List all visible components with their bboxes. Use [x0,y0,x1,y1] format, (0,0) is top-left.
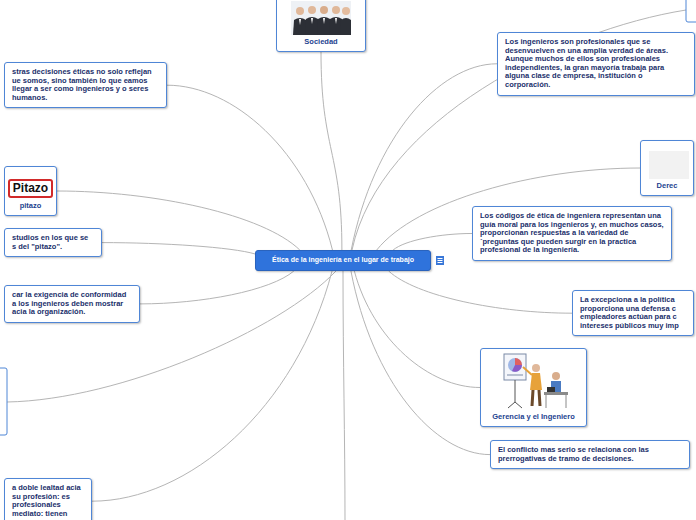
branch-connector [102,243,255,254]
text-topic: studios en los que se s del "pitazo". [4,228,102,257]
branch-connector [351,271,490,455]
branch-connector [167,85,332,250]
branch-connector [321,52,342,250]
branch-line [343,271,345,520]
text-topic: El conflicto mas serio se relaciona con … [490,440,690,469]
image-topic: Derec [640,140,694,196]
notes-icon [436,256,444,265]
branch-connector [389,271,572,313]
presentation-picture [498,352,570,410]
text-topic: stras decisiones éticas no solo reflejan… [4,62,167,108]
cut-off-node [0,368,7,435]
topic-text: Sociedad [304,38,337,47]
branch-line [7,271,336,402]
topic-text: El conflicto mas serio se relaciona con … [498,446,682,463]
central-topic: Ética de la ingeniería en el lugar de tr… [255,250,431,271]
topic-text: stras decisiones éticas no solo reflejan… [12,68,159,102]
topic-text: car la exigencia de conformidad a los in… [12,291,132,317]
topic-text: Gerencia y el Ingeniero [492,413,575,422]
text-topic: a doble lealtad acia su profesión: es pr… [4,478,92,520]
image-topic: Sociedad [276,0,366,52]
topic-text: pitazo [20,202,42,211]
logo-topic: Pitazo pitazo [4,166,57,216]
topic-text: a doble lealtad acia su profesión: es pr… [12,484,84,518]
text-topic: Los ingenieros son profesionales que se … [497,32,695,96]
text-topic: La excepciona a la política proporciona … [572,290,694,336]
topic-text: Los códigos de ética de ingeniera repres… [480,212,664,255]
text-topic: car la exigencia de conformidad a los in… [4,285,140,323]
cut-picture [645,149,689,179]
topic-text: Los ingenieros son profesionales que se … [505,38,687,90]
branch-connector [354,271,480,388]
topic-text: La excepciona a la política proporciona … [580,296,686,330]
text-topic: Los códigos de ética de ingeniera repres… [472,206,672,261]
branch-connector [393,233,472,250]
cut-off-node [686,0,696,22]
logo-text: Pitazo [8,179,53,198]
branch-connector [140,271,294,304]
topic-text: Ética de la ingeniería en el lugar de tr… [272,256,414,265]
people-photo [291,1,351,35]
topic-text: studios en los que se s del "pitazo". [12,234,94,251]
image-topic: Gerencia y el Ingeniero [480,348,587,427]
topic-text: Derec [657,182,678,191]
